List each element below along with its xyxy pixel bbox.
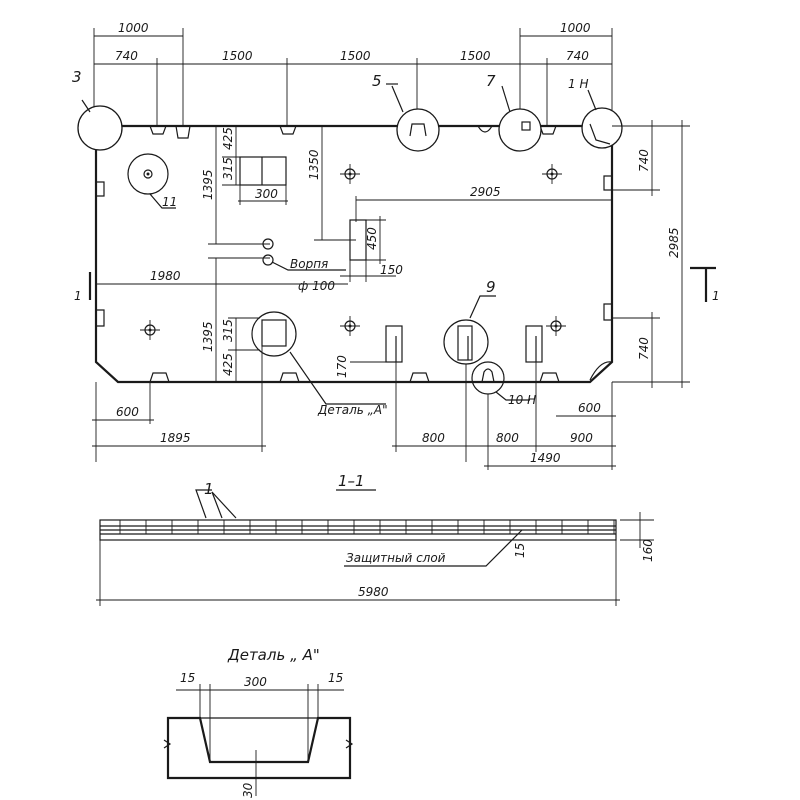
- bottom-dimension-chain: 600 1895 800 800 900 600 1490: [92, 346, 616, 470]
- dim-425-bottom: 425: [221, 353, 235, 376]
- section-mark-right: 1: [712, 289, 720, 303]
- callout-3: 3: [72, 68, 82, 86]
- dim-2985: 2985: [667, 227, 681, 258]
- dim-800-b: 800: [496, 431, 519, 445]
- funnel-dia: ф 100: [298, 279, 335, 293]
- lower-openings: 170: [335, 325, 543, 378]
- section-rebar-ticks: [119, 520, 615, 534]
- dim-300: 300: [255, 187, 278, 201]
- dim-150: 150: [380, 263, 403, 277]
- funnel-label: Ворпя: [290, 257, 328, 271]
- dim-1500-c: 1500: [460, 49, 491, 63]
- left-dimension-chain: 425 315 1395 1395 315 425: [201, 126, 270, 382]
- callout-11-group: 11: [127, 153, 177, 209]
- cover-label: Защитный слой: [346, 551, 446, 565]
- detail-ref-label: Деталь „А": [317, 403, 388, 417]
- dim-450: 450: [365, 227, 379, 250]
- callout-1n: 1 Н: [568, 77, 588, 91]
- dim-1500-a: 1500: [222, 49, 253, 63]
- callout-9: 9: [486, 278, 496, 296]
- detail-a-ref: Деталь „А": [251, 311, 388, 417]
- anchor-bolts: [140, 164, 566, 340]
- dim-1350: 1350: [307, 149, 321, 180]
- right-dimension-chain: 740 2985 740: [612, 120, 690, 388]
- top-callouts: 3 5 7 1 Н: [72, 68, 623, 152]
- dim-740-right-top: 740: [637, 149, 651, 172]
- callout-10n: 10 Н: [508, 393, 536, 407]
- callout-7: 7: [486, 72, 496, 90]
- dim-1500-b: 1500: [340, 49, 371, 63]
- dim-315-top: 315: [221, 157, 235, 180]
- dim-425-top: 425: [221, 127, 235, 150]
- dim-15-right: 15: [328, 671, 343, 685]
- section-title: 1–1: [338, 472, 365, 490]
- dim-315-bottom: 315: [221, 319, 235, 342]
- dim-300-detail: 300: [244, 675, 267, 689]
- callout-circle-3: [77, 105, 123, 151]
- dim-600-right: 600: [578, 401, 601, 415]
- dim-170: 170: [335, 355, 349, 378]
- dim-1395-top: 1395: [201, 169, 215, 200]
- dim-600-left: 600: [116, 405, 139, 419]
- dim-1980-group: 1980 1 1: [74, 266, 720, 303]
- callout-5: 5: [372, 72, 382, 90]
- opening-450x150: 450 150: [340, 216, 403, 282]
- callout-11: 11: [162, 195, 177, 209]
- dim-800-a: 800: [422, 431, 445, 445]
- dim-15: 15: [513, 543, 527, 558]
- section-mark-left: 1: [74, 289, 82, 303]
- detail-title: Деталь „ А": [227, 646, 320, 664]
- callout-circle-7: [498, 108, 542, 152]
- callout-9-group: 9: [443, 278, 496, 365]
- side-notches: [96, 175, 612, 327]
- section-1-1: 1–1 1 160 Защитный слой 15 5980: [96, 472, 655, 606]
- dim-1350-group: 1350: [307, 126, 356, 241]
- bottom-edge-notches: [149, 361, 613, 383]
- callout-10n-group: 10 Н: [471, 361, 536, 407]
- detail-profile: [166, 716, 352, 780]
- detail-a: Деталь „ А" 15 300 15 30: [163, 646, 354, 798]
- funnel-group: Ворпя ф 100: [262, 238, 346, 293]
- callout-circle-1n: [581, 107, 623, 149]
- plan-view: 1000 740 1500 1500 1500 1000 740: [72, 21, 720, 470]
- dim-1000-left: 1000: [118, 21, 149, 35]
- dim-30: 30: [241, 782, 255, 798]
- dim-1490: 1490: [530, 451, 561, 465]
- top-openings: 300: [222, 156, 288, 205]
- dim-740-left: 740: [115, 49, 138, 63]
- section-callout: 1: [204, 480, 214, 498]
- dim-740-right-bottom: 740: [637, 337, 651, 360]
- dim-740-right: 740: [566, 49, 589, 63]
- dim-900: 900: [570, 431, 593, 445]
- dim-15-left: 15: [180, 671, 195, 685]
- dim-1980: 1980: [150, 269, 181, 283]
- dim-1395-bottom: 1395: [201, 321, 215, 352]
- dim-1000-right: 1000: [560, 21, 591, 35]
- dim-1895: 1895: [160, 431, 191, 445]
- dim-2905-group: 2905: [355, 185, 612, 222]
- dim-160: 160: [641, 539, 655, 562]
- top-dimension-chain: 1000 740 1500 1500 1500 1000 740: [93, 21, 613, 126]
- callout-circle-5: [396, 108, 440, 152]
- dim-5980: 5980: [358, 585, 389, 599]
- dim-2905: 2905: [470, 185, 501, 199]
- slab-outline: [94, 124, 614, 384]
